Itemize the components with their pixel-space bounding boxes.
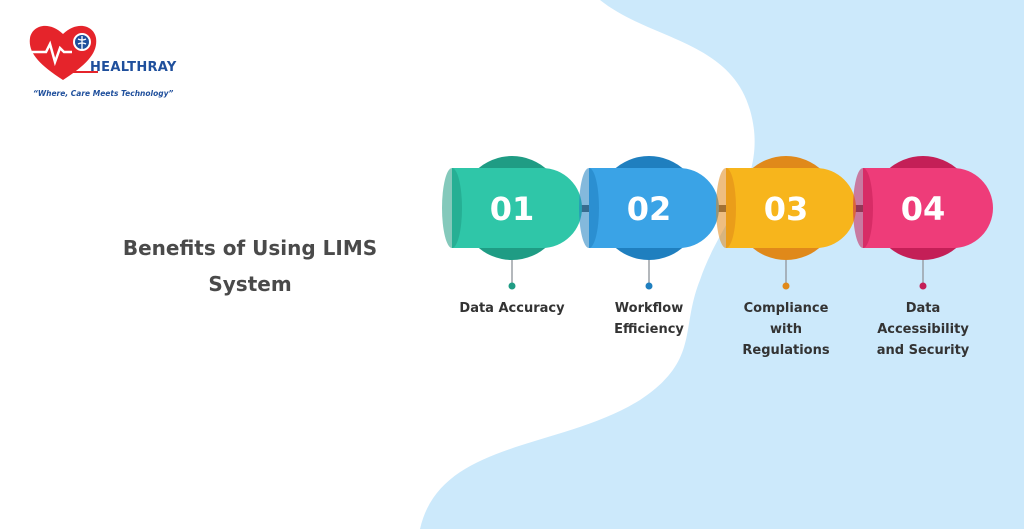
step-dot	[919, 282, 927, 290]
step-number: 01	[490, 190, 535, 228]
capsule-edge	[579, 168, 599, 248]
step-number: 03	[764, 190, 809, 228]
step-3: 03	[716, 156, 856, 290]
step-label: Data Accessibility and Security	[876, 301, 970, 358]
step-capsule	[863, 168, 993, 248]
capsule-edge	[442, 168, 462, 248]
brand-name: HEALTHRAY	[90, 60, 177, 75]
capsule-edge	[716, 168, 736, 248]
step-capsule	[589, 168, 719, 248]
brand-logo: HEALTHRAY “Where, Care Meets Technology”	[28, 22, 178, 106]
step-dot	[782, 282, 790, 290]
heart-caduceus-icon	[29, 25, 98, 80]
step-capsule	[452, 168, 582, 248]
brand-tagline: “Where, Care Meets Technology”	[33, 89, 174, 98]
step-capsule	[726, 168, 856, 248]
step-4: 04	[853, 156, 993, 290]
capsule-edge	[853, 168, 873, 248]
page-title: Benefits of Using LIMS System	[122, 236, 378, 296]
step-dot	[645, 282, 653, 290]
step-1: 01	[442, 156, 582, 290]
step-dot	[508, 282, 516, 290]
step-label: Data Accuracy	[459, 301, 565, 316]
step-number: 02	[627, 190, 672, 228]
step-2: 02	[579, 156, 719, 290]
step-label: Workflow Efficiency	[614, 301, 684, 337]
step-label: Compliance with Regulations	[742, 301, 830, 358]
step-number: 04	[901, 190, 946, 228]
